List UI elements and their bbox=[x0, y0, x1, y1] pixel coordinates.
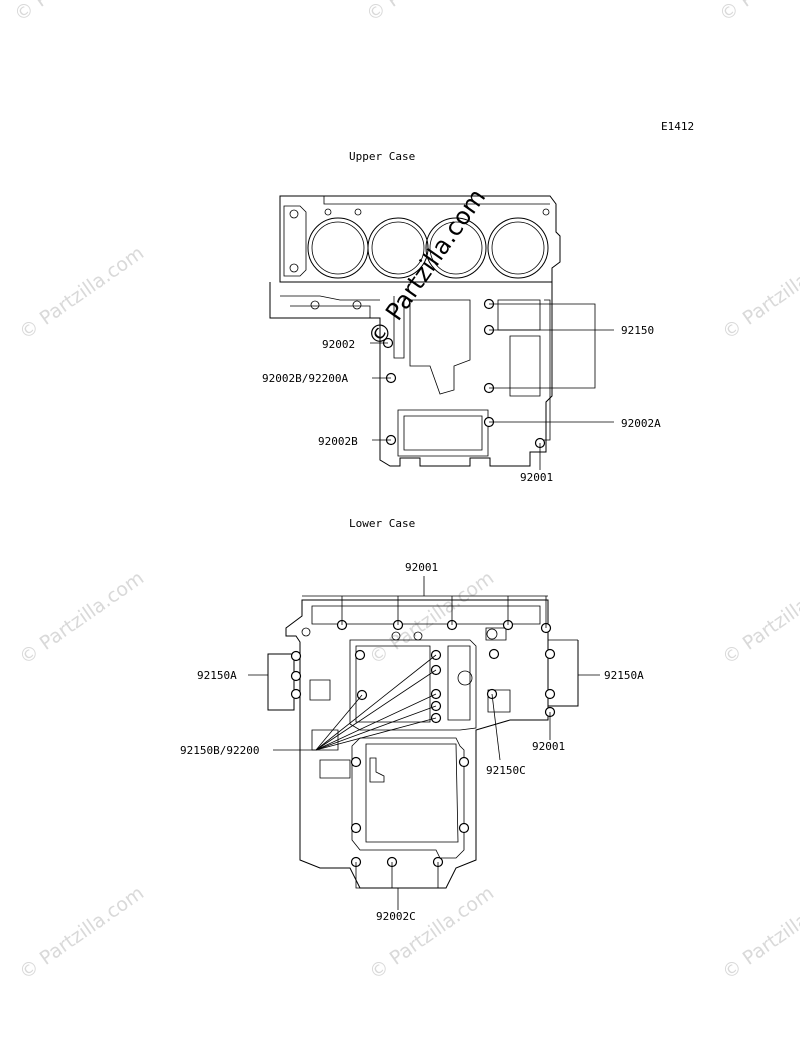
upper-case-title: Upper Case bbox=[349, 150, 415, 163]
callout-92001-right: 92001 bbox=[532, 740, 565, 753]
callout-92002b: 92002B bbox=[318, 435, 358, 448]
callout-92001-top: 92001 bbox=[405, 561, 438, 574]
lower-case-title: Lower Case bbox=[349, 517, 415, 530]
lower-case-callouts: 92001 92150A 92150A 92001 92150B/92200 9… bbox=[180, 561, 644, 923]
watermark-text: © Partzilla.com bbox=[718, 242, 800, 344]
watermark-text: © Partzilla.com bbox=[718, 567, 800, 669]
callout-92002a: 92002A bbox=[621, 417, 661, 430]
callout-92150c: 92150C bbox=[486, 764, 526, 777]
callout-92150a-left: 92150A bbox=[197, 669, 237, 682]
watermark-text: © Partzilla.com bbox=[715, 0, 800, 26]
watermark-text: © Partzilla.com bbox=[365, 882, 498, 984]
callout-92002c: 92002C bbox=[376, 910, 416, 923]
callout-92002: 92002 bbox=[322, 338, 355, 351]
callout-92150: 92150 bbox=[621, 324, 654, 337]
watermark-text: © Partzilla.com bbox=[362, 0, 495, 26]
watermark-text: © Partzilla.com bbox=[718, 882, 800, 984]
upper-case-leaders bbox=[370, 303, 614, 470]
callout-92001-upper: 92001 bbox=[520, 471, 553, 484]
lower-case-leaders bbox=[248, 576, 600, 910]
callout-92150a-right: 92150A bbox=[604, 669, 644, 682]
upper-case-callouts: 92150 92002 92002B/92200A 92002A 92002B … bbox=[262, 324, 661, 484]
watermark-text: © Partzilla.com bbox=[15, 242, 148, 344]
diagram-id: E1412 bbox=[661, 120, 694, 133]
upper-case-drawing bbox=[269, 195, 561, 467]
watermark-text: © Partzilla.com bbox=[15, 882, 148, 984]
watermark-text: © Partzilla.com bbox=[10, 0, 143, 26]
watermark-layer: © Partzilla.com © Partzilla.com © Partzi… bbox=[10, 0, 800, 984]
callout-92002b-92200a: 92002B/92200A bbox=[262, 372, 348, 385]
watermark-text: © Partzilla.com bbox=[15, 567, 148, 669]
callout-92150b-92200: 92150B/92200 bbox=[180, 744, 259, 757]
